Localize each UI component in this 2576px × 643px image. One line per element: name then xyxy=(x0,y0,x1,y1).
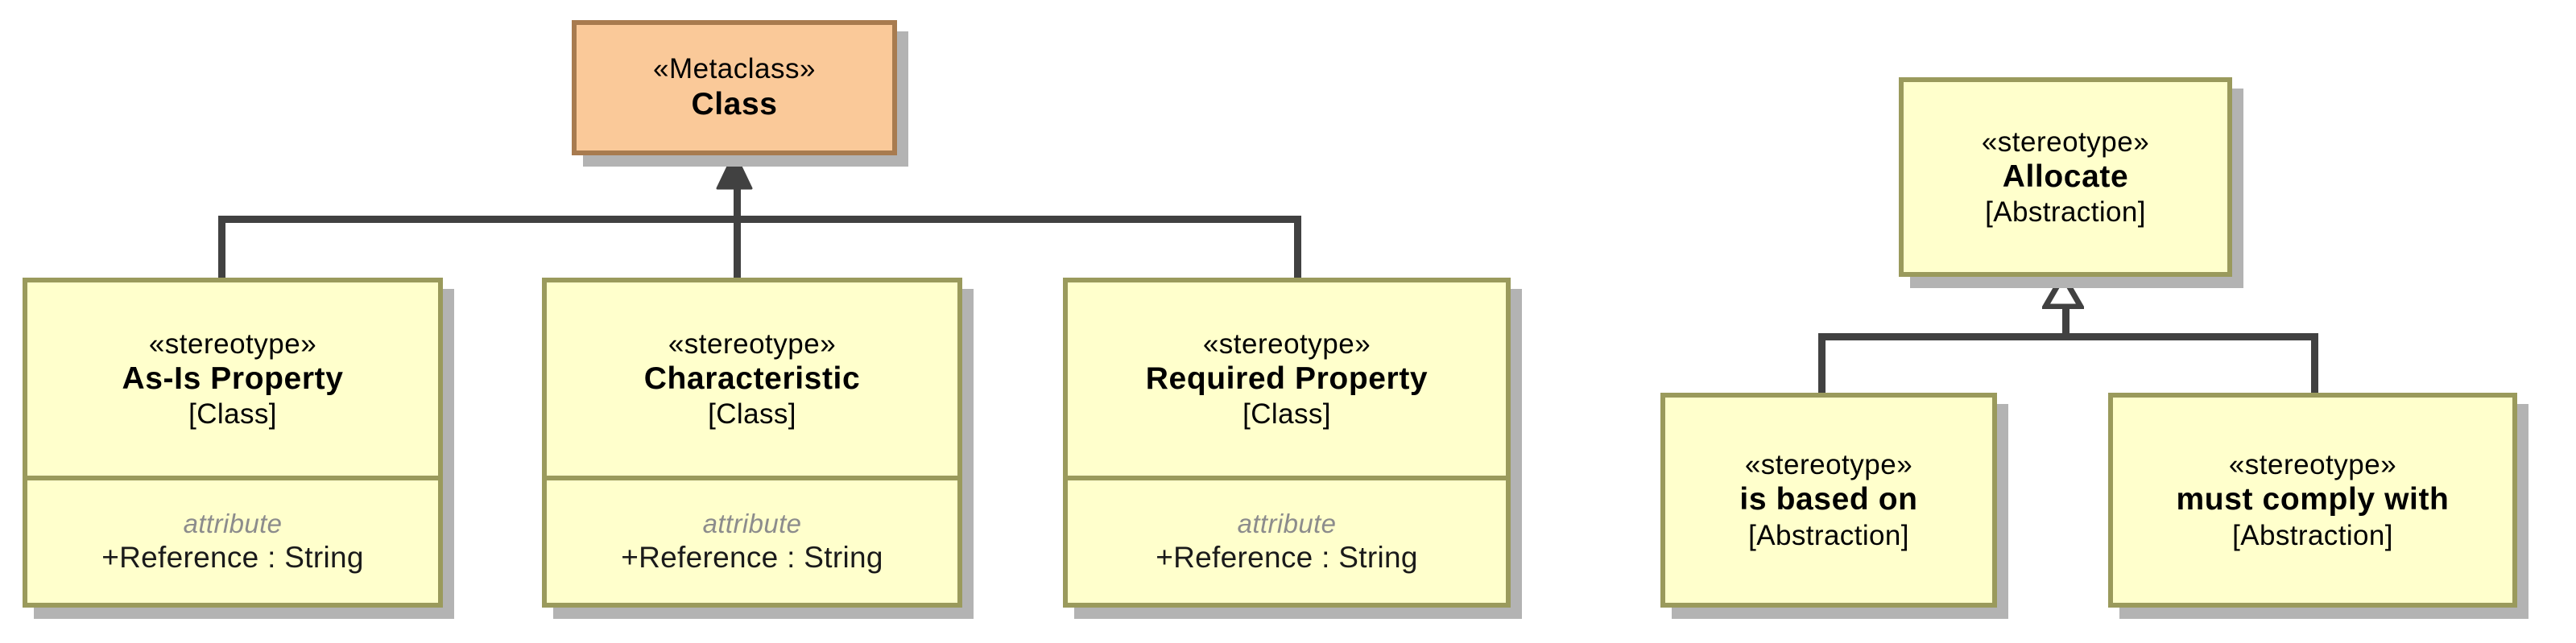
connector-left-drop-3 xyxy=(1294,216,1301,280)
connector-right-drop-1 xyxy=(1818,333,1826,394)
stereotype-node-required-property[interactable]: «stereotype» Required Property [Class] a… xyxy=(1063,278,1522,619)
stereotype-keyword-label: «stereotype» xyxy=(148,328,317,360)
connector-right-trunk xyxy=(2062,307,2069,338)
node-body: «stereotype» As-Is Property [Class] attr… xyxy=(23,278,443,608)
generalization-arrowhead-hollow-icon xyxy=(2042,274,2084,309)
attribute-section-label: attribute xyxy=(183,508,283,538)
stereotype-name-label: Characteristic xyxy=(643,361,861,396)
stereotype-base-label: [Abstraction] xyxy=(1985,196,2146,228)
node-header-compartment: «stereotype» is based on [Abstraction] xyxy=(1665,398,1992,603)
node-header-compartment: «stereotype» Characteristic [Class] xyxy=(547,282,957,476)
node-header-compartment: «stereotype» Allocate [Abstraction] xyxy=(1904,82,2227,272)
node-header-compartment: «Metaclass» Class xyxy=(577,25,892,150)
node-header-compartment: «stereotype» As-Is Property [Class] xyxy=(27,282,438,476)
stereotype-keyword-label: «stereotype» xyxy=(1202,328,1371,360)
connector-left-drop-1 xyxy=(218,216,225,280)
node-attributes-compartment: attribute +Reference : String xyxy=(547,476,957,603)
node-body: «stereotype» Characteristic [Class] attr… xyxy=(542,278,962,608)
stereotype-base-label: [Abstraction] xyxy=(2232,519,2393,551)
stereotype-node-allocate[interactable]: «stereotype» Allocate [Abstraction] xyxy=(1899,77,2243,288)
node-body: «stereotype» Allocate [Abstraction] xyxy=(1899,77,2232,277)
stereotype-name-label: is based on xyxy=(1739,482,1918,517)
stereotype-name-label: As-Is Property xyxy=(122,361,344,396)
node-body: «stereotype» Required Property [Class] a… xyxy=(1063,278,1511,608)
attribute-section-label: attribute xyxy=(1237,508,1337,538)
stereotype-name-label: Allocate xyxy=(2002,159,2129,194)
stereotype-base-label: [Class] xyxy=(708,398,796,430)
stereotype-keyword-label: «stereotype» xyxy=(1981,126,2150,158)
stereotype-name-label: must comply with xyxy=(2176,482,2450,517)
stereotype-name-label: Required Property xyxy=(1145,361,1429,396)
extension-arrowhead-filled-icon xyxy=(713,153,756,190)
connector-left-drop-2 xyxy=(734,216,741,280)
stereotype-node-must-comply-with[interactable]: «stereotype» must comply with [Abstracti… xyxy=(2108,393,2528,619)
node-body: «stereotype» is based on [Abstraction] xyxy=(1660,393,1997,608)
attribute-entry: +Reference : String xyxy=(101,540,364,574)
attribute-entry: +Reference : String xyxy=(621,540,883,574)
node-body: «Metaclass» Class xyxy=(572,20,897,155)
connector-right-drop-2 xyxy=(2311,333,2318,394)
stereotype-base-label: [Abstraction] xyxy=(1748,519,1909,551)
attribute-entry: +Reference : String xyxy=(1156,540,1418,574)
node-header-compartment: «stereotype» must comply with [Abstracti… xyxy=(2113,398,2512,603)
stereotype-keyword-label: «stereotype» xyxy=(668,328,837,360)
node-attributes-compartment: attribute +Reference : String xyxy=(27,476,438,603)
connector-left-crossbar xyxy=(218,216,1301,223)
node-attributes-compartment: attribute +Reference : String xyxy=(1068,476,1506,603)
metaclass-name-label: Class xyxy=(691,86,778,122)
stereotype-node-characteristic[interactable]: «stereotype» Characteristic [Class] attr… xyxy=(542,278,974,619)
connector-right-crossbar xyxy=(1818,333,2318,340)
metaclass-node-class[interactable]: «Metaclass» Class xyxy=(572,20,908,167)
metaclass-stereotype-label: «Metaclass» xyxy=(653,53,816,85)
stereotype-base-label: [Class] xyxy=(188,398,277,430)
stereotype-keyword-label: «stereotype» xyxy=(1744,449,1913,481)
stereotype-node-is-based-on[interactable]: «stereotype» is based on [Abstraction] xyxy=(1660,393,2008,619)
attribute-section-label: attribute xyxy=(702,508,802,538)
node-header-compartment: «stereotype» Required Property [Class] xyxy=(1068,282,1506,476)
stereotype-keyword-label: «stereotype» xyxy=(2228,449,2397,481)
stereotype-base-label: [Class] xyxy=(1243,398,1331,430)
connector-left-trunk xyxy=(734,181,741,221)
node-body: «stereotype» must comply with [Abstracti… xyxy=(2108,393,2517,608)
stereotype-node-as-is-property[interactable]: «stereotype» As-Is Property [Class] attr… xyxy=(23,278,454,619)
